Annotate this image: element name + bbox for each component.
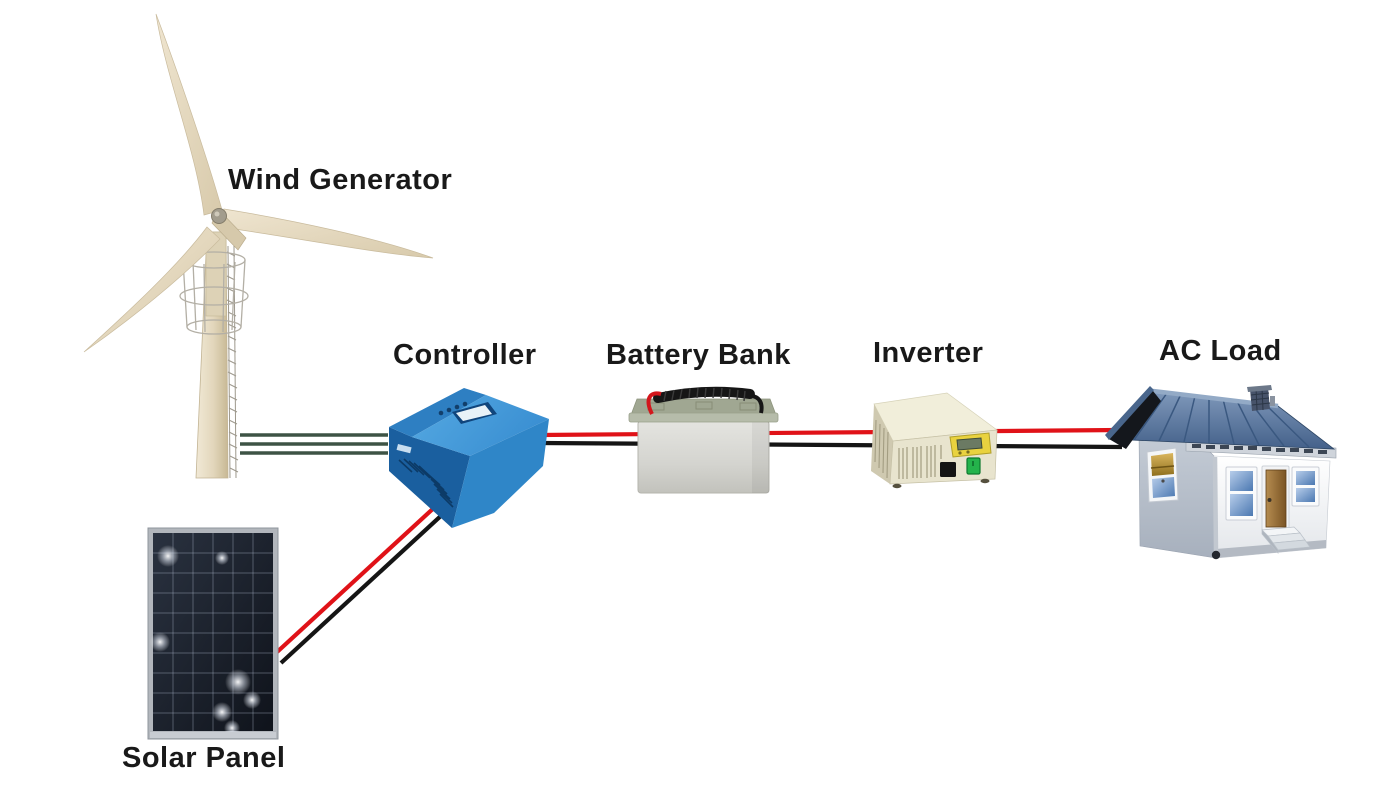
dc-bus-wires bbox=[539, 427, 1123, 450]
controller-top-slope bbox=[412, 395, 549, 456]
controller-front-face bbox=[452, 419, 549, 528]
battery-red-terminal-wire bbox=[646, 391, 662, 415]
gable-window-blue-pane bbox=[1152, 477, 1175, 498]
wind-to-controller-wires bbox=[240, 433, 388, 455]
black-wire-solar bbox=[279, 500, 458, 665]
gable-window-amber-pane bbox=[1151, 453, 1174, 476]
eave-trim-dashes bbox=[1192, 444, 1327, 454]
ac-load-label: AC Load bbox=[1159, 335, 1282, 367]
inverter-left-vents bbox=[874, 419, 889, 479]
door-knob bbox=[1267, 498, 1272, 502]
ac-load-house-illustration bbox=[1105, 385, 1337, 560]
house-steps bbox=[1261, 526, 1311, 554]
house-downspout bbox=[1212, 456, 1219, 553]
house-front-window-1 bbox=[1225, 466, 1258, 521]
turbine-generator-body bbox=[205, 231, 227, 317]
roof-gable-edge bbox=[1105, 386, 1154, 440]
solar-panel-illustration bbox=[147, 527, 279, 740]
battery-body bbox=[637, 420, 770, 494]
battery-cable bbox=[653, 386, 755, 403]
battery-bank-label: Battery Bank bbox=[606, 339, 791, 371]
inverter-ac-socket bbox=[940, 462, 956, 477]
inverter-front-vents bbox=[898, 445, 942, 479]
turbine-hub bbox=[211, 208, 227, 224]
inverter-lcd bbox=[956, 437, 983, 451]
battery-black-terminal-wire bbox=[749, 394, 764, 414]
inverter-foot-left bbox=[892, 483, 902, 489]
turbine-blade-left bbox=[83, 226, 221, 353]
solar-panel-glare bbox=[150, 545, 261, 736]
battery-body-shade bbox=[752, 421, 769, 493]
roof-gable-underside bbox=[1109, 391, 1161, 449]
house-chimney bbox=[1247, 385, 1275, 411]
house-gable-window bbox=[1146, 447, 1179, 503]
controller-label: Controller bbox=[393, 339, 537, 371]
battery-cable-ribs bbox=[663, 387, 746, 402]
inverter-display-button-2 bbox=[966, 450, 970, 454]
solar-to-controller-wires bbox=[274, 492, 458, 665]
wind-generator-label: Wind Generator bbox=[228, 164, 453, 196]
solar-panel-grid bbox=[153, 533, 273, 731]
red-wire-solar bbox=[274, 492, 451, 655]
battery-bank-illustration bbox=[628, 386, 779, 494]
inverter-label: Inverter bbox=[873, 337, 984, 369]
solar-panel-label: Solar Panel bbox=[122, 742, 286, 774]
black-wire-horizontal bbox=[539, 440, 1123, 450]
downspout-drain bbox=[1211, 550, 1221, 560]
inverter-display-button-1 bbox=[958, 451, 962, 455]
inverter-illustration bbox=[871, 392, 998, 489]
controller-top-back bbox=[389, 388, 486, 437]
controller-buttons bbox=[438, 401, 468, 416]
gable-window-knob bbox=[1161, 479, 1165, 483]
red-wire-horizontal bbox=[539, 427, 1121, 438]
roof-seams bbox=[1133, 392, 1310, 448]
controller-vents bbox=[398, 458, 454, 508]
house-door bbox=[1261, 465, 1290, 531]
turbine-blade-right bbox=[220, 208, 434, 259]
house-front-window-2 bbox=[1291, 466, 1320, 507]
controller-illustration bbox=[389, 388, 549, 528]
tower-ladder bbox=[226, 245, 239, 479]
wind-generator-illustration bbox=[83, 13, 434, 479]
battery-lid-lip bbox=[628, 412, 779, 423]
controller-logo bbox=[396, 443, 412, 454]
turbine-blade-top bbox=[155, 13, 223, 216]
turbine-hub-highlight bbox=[214, 211, 220, 217]
controller-lcd-screen bbox=[456, 405, 492, 421]
inverter-foot-right bbox=[980, 478, 990, 484]
solar-panel-bottom-rail bbox=[150, 732, 276, 738]
